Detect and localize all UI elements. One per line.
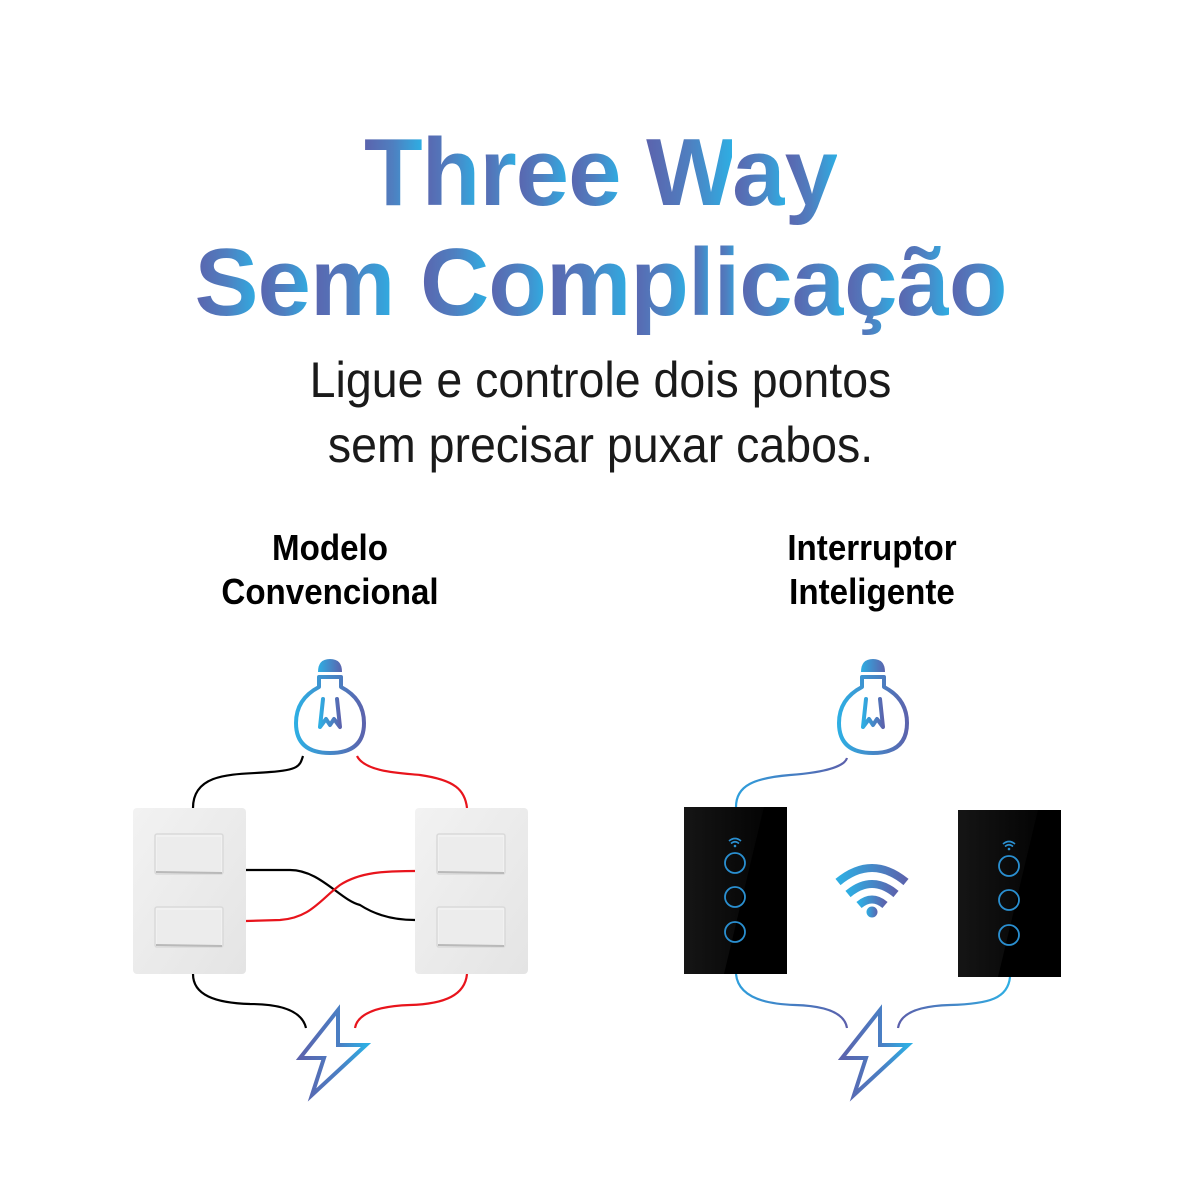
label-line: Convencional — [221, 571, 439, 612]
title-line-1: Three Way — [364, 119, 838, 226]
conventional-model-label: Modelo Convencional — [192, 526, 468, 614]
label-line: Inteligente — [789, 571, 955, 612]
wire-red-cross — [245, 869, 416, 923]
smart-touch-switch — [683, 806, 788, 975]
title-line-2: Sem Complicação — [194, 229, 1008, 336]
subtitle-line-1: Ligue e controle dois pontos — [309, 352, 892, 408]
wifi-icon — [835, 864, 909, 918]
rocker-button — [154, 906, 224, 948]
label-line: Interruptor — [787, 527, 957, 568]
wire-black-cross — [246, 868, 416, 922]
rocker-button — [436, 833, 506, 875]
label-line: Modelo — [272, 527, 388, 568]
subtitle-line-2: sem precisar puxar cabos. — [327, 417, 874, 473]
smart-diagram — [683, 657, 1062, 1097]
light-bulb-icon — [837, 657, 909, 755]
wire-red-bottom — [353, 973, 469, 1029]
wire-black-top — [191, 755, 305, 809]
smart-touch-switch — [957, 809, 1062, 978]
wire-black-bottom — [191, 973, 308, 1029]
lightning-bolt-icon — [840, 1008, 910, 1097]
wire-red-top — [356, 755, 469, 809]
wire-blue-top — [734, 757, 849, 808]
wire-blue-bottom-right — [896, 976, 1012, 1029]
light-bulb-icon — [294, 657, 366, 755]
wire-blue-bottom-left — [734, 973, 849, 1029]
conventional-diagram — [133, 657, 528, 1097]
rocker-button — [154, 833, 224, 875]
smart-switch-label: Interruptor Inteligente — [734, 526, 1010, 614]
conventional-switch-plate — [133, 808, 246, 974]
conventional-switch-plate — [415, 808, 528, 974]
rocker-button — [436, 906, 506, 948]
